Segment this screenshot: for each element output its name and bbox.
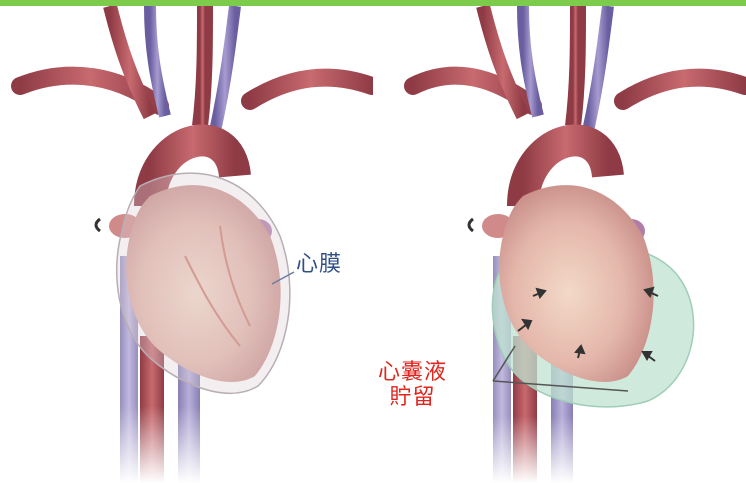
normal-heart-illustration [0,6,373,483]
effusion-heart-panel [373,6,746,483]
effusion-label-line2: 貯留 [378,385,447,410]
normal-heart-panel [0,6,373,483]
effusion-label-line1: 心囊液 [378,360,447,385]
pericardium-label: 心膜 [296,252,342,277]
effusion-label: 心囊液 貯留 [378,360,447,411]
effusion-heart-illustration [373,6,746,483]
